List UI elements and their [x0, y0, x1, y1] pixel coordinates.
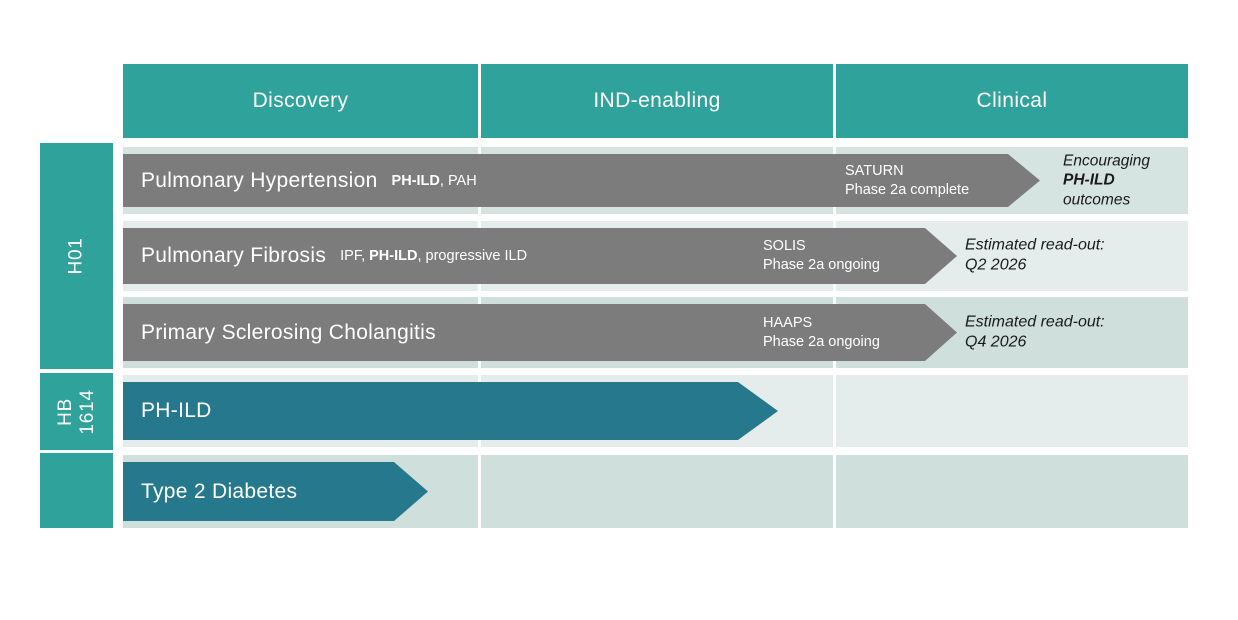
phase-header-ind-enabling: IND-enabling	[481, 64, 833, 138]
pipeline-row-primary-sclerosing-cholangitis: Primary Sclerosing Cholangitis HAAPS Pha…	[123, 297, 1188, 368]
program-bar: Pulmonary Hypertension PH-ILD, PAH SATUR…	[123, 154, 1040, 207]
phase-header-discovery: Discovery	[123, 64, 478, 138]
readout-note: Estimated read-out: Q4 2026	[965, 313, 1105, 351]
group-label-hb1614: HB 1614	[40, 373, 113, 450]
trial-status: Phase 2a complete	[845, 181, 970, 198]
trial-name: SATURN	[845, 162, 904, 179]
group-label-text: H01	[65, 237, 87, 275]
trial-status: Phase 2a ongoing	[763, 257, 880, 273]
program-title: Primary Sclerosing Cholangitis	[141, 320, 436, 344]
program-title: Type 2 Diabetes	[141, 479, 298, 503]
group-label-blank	[40, 453, 113, 528]
group-label-text: HB 1614	[54, 388, 98, 435]
trial-info: SOLIS Phase 2a ongoing	[763, 237, 880, 275]
phase-label: Discovery	[252, 89, 349, 112]
readout-note: Estimated read-out: Q2 2026	[965, 236, 1105, 274]
readout-note: Encouraging PH-ILD outcomes	[1063, 151, 1151, 209]
indication-tags: PH-ILD, PAH	[391, 172, 477, 189]
pipeline-row-type-2-diabetes: Type 2 Diabetes	[123, 455, 1188, 528]
program-bar: Primary Sclerosing Cholangitis HAAPS Pha…	[123, 304, 957, 361]
program-title: Pulmonary Hypertension	[141, 168, 378, 192]
phase-label: IND-enabling	[593, 89, 721, 112]
phase-header: Discovery IND-enabling Clinical	[123, 64, 1188, 138]
trial-name: SOLIS	[763, 237, 806, 254]
trial-name: HAAPS	[763, 314, 813, 331]
program-bar: Type 2 Diabetes	[123, 462, 428, 521]
trial-info: SATURN Phase 2a complete	[845, 161, 969, 199]
program-title: Pulmonary Fibrosis	[141, 244, 327, 267]
trial-status: Phase 2a ongoing	[763, 333, 880, 350]
indication-tags: IPF, PH-ILD, progressive ILD	[340, 248, 528, 264]
pipeline-row-pulmonary-hypertension: Pulmonary Hypertension PH-ILD, PAH SATUR…	[123, 147, 1188, 214]
pipeline-row-ph-ild: PH-ILD	[123, 375, 1188, 447]
group-label-h01: H01	[40, 143, 113, 369]
trial-info: HAAPS Phase 2a ongoing	[763, 313, 880, 351]
pipeline-row-pulmonary-fibrosis: Pulmonary Fibrosis IPF, PH-ILD, progress…	[123, 221, 1188, 291]
program-title: PH-ILD	[141, 399, 212, 422]
program-bar: PH-ILD	[123, 382, 778, 440]
phase-label: Clinical	[976, 89, 1048, 112]
program-bar: Pulmonary Fibrosis IPF, PH-ILD, progress…	[123, 228, 957, 284]
phase-header-clinical: Clinical	[836, 64, 1188, 138]
